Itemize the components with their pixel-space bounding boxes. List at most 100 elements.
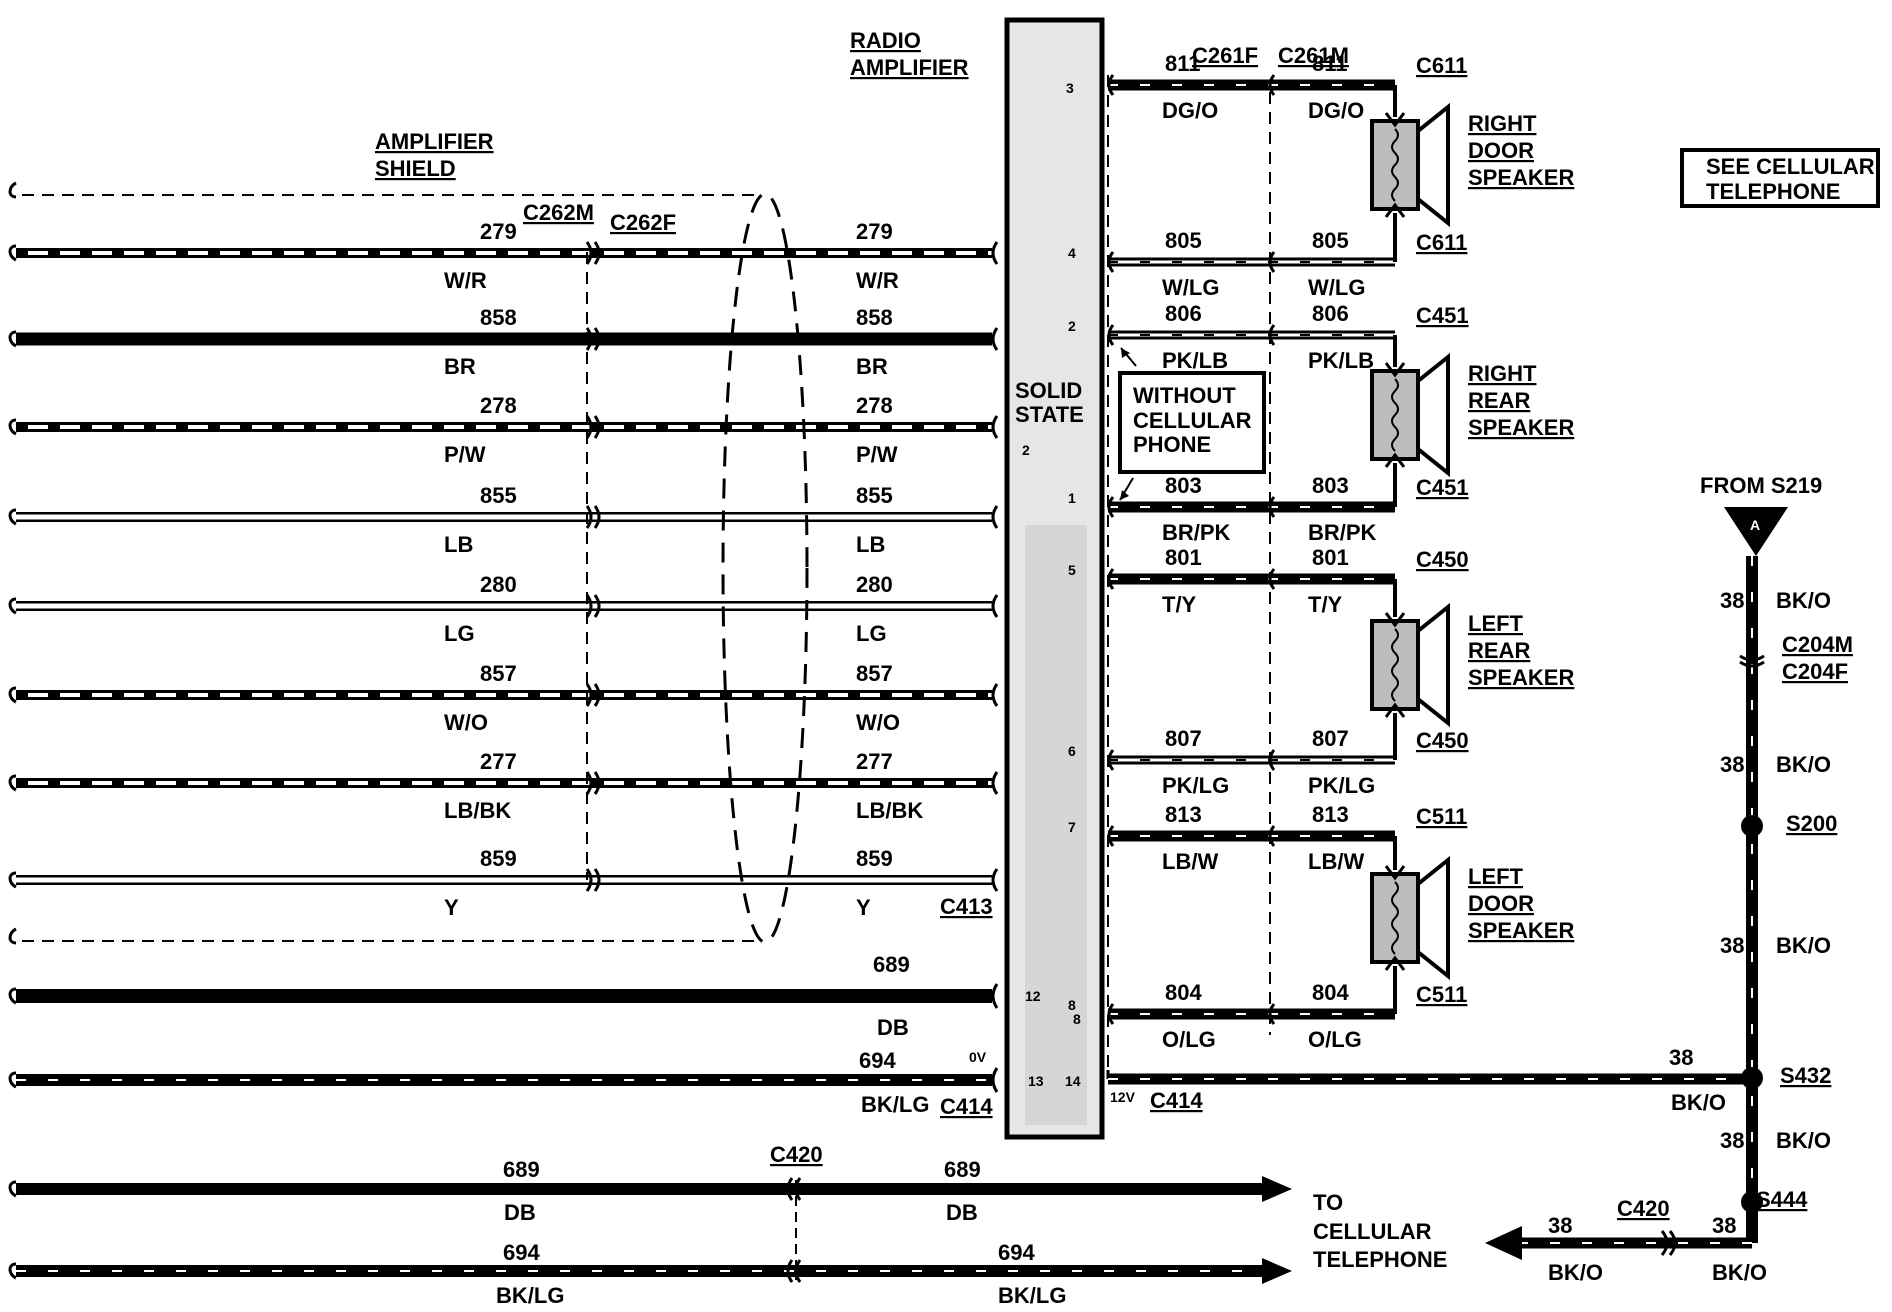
radio-amplifier-label-2: AMPLIFIER [850, 55, 969, 80]
wire-859-circuit-left: 859 [480, 846, 517, 871]
speaker-wire-803-color-r: BR/PK [1308, 520, 1377, 545]
wire-277-circuit-right: 277 [856, 749, 893, 774]
wire-279-circuit-right: 279 [856, 219, 893, 244]
connector-c611-bottom: C611 [1416, 230, 1467, 255]
speaker-magnet-icon [1370, 369, 1420, 461]
pin-r-2: 2 [1068, 318, 1076, 334]
splice-s200 [1741, 815, 1763, 837]
speaker-wire-803-color: BR/PK [1162, 520, 1231, 545]
wire-278-color-right: P/W [856, 442, 898, 467]
from-s219: FROM S219 [1700, 473, 1822, 498]
speaker-wire-804-color: O/LG [1162, 1027, 1216, 1052]
speaker-wire-801-circuit: 801 [1165, 545, 1202, 570]
speaker-wire-813-color-r: LB/W [1308, 849, 1364, 874]
connector-c450-bottom: C450 [1416, 728, 1469, 753]
without-cellular-note: WITHOUT CELLULAR PHONE [1118, 347, 1266, 501]
wire-38-supply: 38 BK/O [1106, 1045, 1752, 1115]
svg-text:BK/O: BK/O [1776, 933, 1831, 958]
speaker-wire-805-circuit: 805 [1165, 228, 1202, 253]
connector-c420-left: C420 [770, 1142, 823, 1167]
wire-857-circuit-left: 857 [480, 661, 517, 686]
wire-859-color-right: Y [856, 895, 871, 920]
connector-c420-right: C420 [1617, 1196, 1670, 1221]
speaker-wire-801-circuit-r: 801 [1312, 545, 1349, 570]
radio-amplifier: SOLID STATE RADIO AMPLIFIER [850, 17, 1105, 1140]
speaker-wire-804-color-r: O/LG [1308, 1027, 1362, 1052]
svg-text:BK/LG: BK/LG [496, 1283, 564, 1308]
speaker-label: REAR [1468, 638, 1530, 663]
svg-text:PHONE: PHONE [1133, 432, 1211, 457]
wire-689-color: DB [877, 1015, 909, 1040]
wire-855: 855LB855LB11 [8, 483, 1076, 557]
pin-13: 13 [1028, 1073, 1044, 1089]
wire-278-circuit-right: 278 [856, 393, 893, 418]
speaker-label: SPEAKER [1468, 918, 1574, 943]
speaker-wire-805-circuit-r: 805 [1312, 228, 1349, 253]
wire-694-circuit: 694 [859, 1048, 896, 1073]
svg-text:TELEPHONE: TELEPHONE [1706, 179, 1840, 204]
connector-c511-top: C511 [1416, 804, 1467, 829]
speaker-wire-807-circuit-r: 807 [1312, 726, 1349, 751]
speaker-label: DOOR [1468, 891, 1534, 916]
pin-r-4: 4 [1068, 245, 1076, 261]
splice-s444-label: S444 [1756, 1187, 1808, 1212]
svg-text:38: 38 [1720, 1128, 1744, 1153]
connector-c414-left: C414 [940, 1094, 993, 1119]
wire-857-color-left: W/O [444, 710, 488, 735]
svg-text:SEE CELLULAR: SEE CELLULAR [1706, 154, 1875, 179]
wire-859: 859Y859Y57 [8, 846, 1076, 920]
speaker-label: LEFT [1468, 611, 1524, 636]
pin-8: 8 [1073, 1011, 1081, 1027]
shield-label-2: SHIELD [375, 156, 456, 181]
solid-state-1: SOLID [1015, 378, 1082, 403]
svg-text:BK/O: BK/O [1776, 752, 1831, 777]
amplifier-shield: AMPLIFIER SHIELD [8, 129, 809, 945]
pin-2-outer: 2 [1022, 442, 1030, 458]
speaker-label: RIGHT [1468, 361, 1537, 386]
connector-c450-top: C450 [1416, 547, 1469, 572]
connector-c262f: C262F [610, 210, 676, 235]
speaker-wire-803-circuit-r: 803 [1312, 473, 1349, 498]
speaker-label: SPEAKER [1468, 415, 1574, 440]
arrow-db-right [1262, 1176, 1292, 1202]
wire-859-circuit-right: 859 [856, 846, 893, 871]
wire-858-color-left: BR [444, 354, 476, 379]
speaker-wire-801-color: T/Y [1162, 592, 1197, 617]
speaker-wire-806-circuit: 806 [1165, 301, 1202, 326]
speaker-label: LEFT [1468, 864, 1524, 889]
svg-text:689: 689 [944, 1157, 981, 1182]
speaker-wire-805-color: W/LG [1162, 275, 1219, 300]
wire-38-color-s432: BK/O [1671, 1090, 1726, 1115]
connector-c511-bottom: C511 [1416, 982, 1467, 1007]
speaker-wire-801-color-r: T/Y [1308, 592, 1343, 617]
svg-text:BK/O: BK/O [1776, 588, 1831, 613]
radio-amplifier-label-1: RADIO [850, 28, 921, 53]
pin-r-1: 1 [1068, 490, 1076, 506]
speaker-label: SPEAKER [1468, 165, 1574, 190]
speaker-wire-813-circuit-r: 813 [1312, 802, 1349, 827]
input-wires: 279W/R279W/R44858BR858BR32278P/W278P/W85… [8, 219, 1076, 920]
pin-14: 14 [1065, 1073, 1081, 1089]
svg-text:38: 38 [1720, 752, 1744, 777]
voltage-12v: 12V [1110, 1089, 1136, 1105]
wire-858: 858BR858BR32 [8, 305, 1076, 379]
connector-c611-top: C611 [1416, 53, 1467, 78]
speaker-cone-icon [1416, 102, 1450, 228]
shield-ellipse [721, 192, 809, 944]
speaker-wire-804-circuit: 804 [1165, 980, 1202, 1005]
pin-r-6: 6 [1068, 743, 1076, 759]
to-cellular-1: TO [1313, 1190, 1343, 1215]
svg-text:38: 38 [1712, 1213, 1736, 1238]
pin-r-5: 5 [1068, 562, 1076, 578]
wire-278-color-left: P/W [444, 442, 486, 467]
arrow-bklg-right [1262, 1258, 1292, 1284]
wire-855-circuit-right: 855 [856, 483, 893, 508]
